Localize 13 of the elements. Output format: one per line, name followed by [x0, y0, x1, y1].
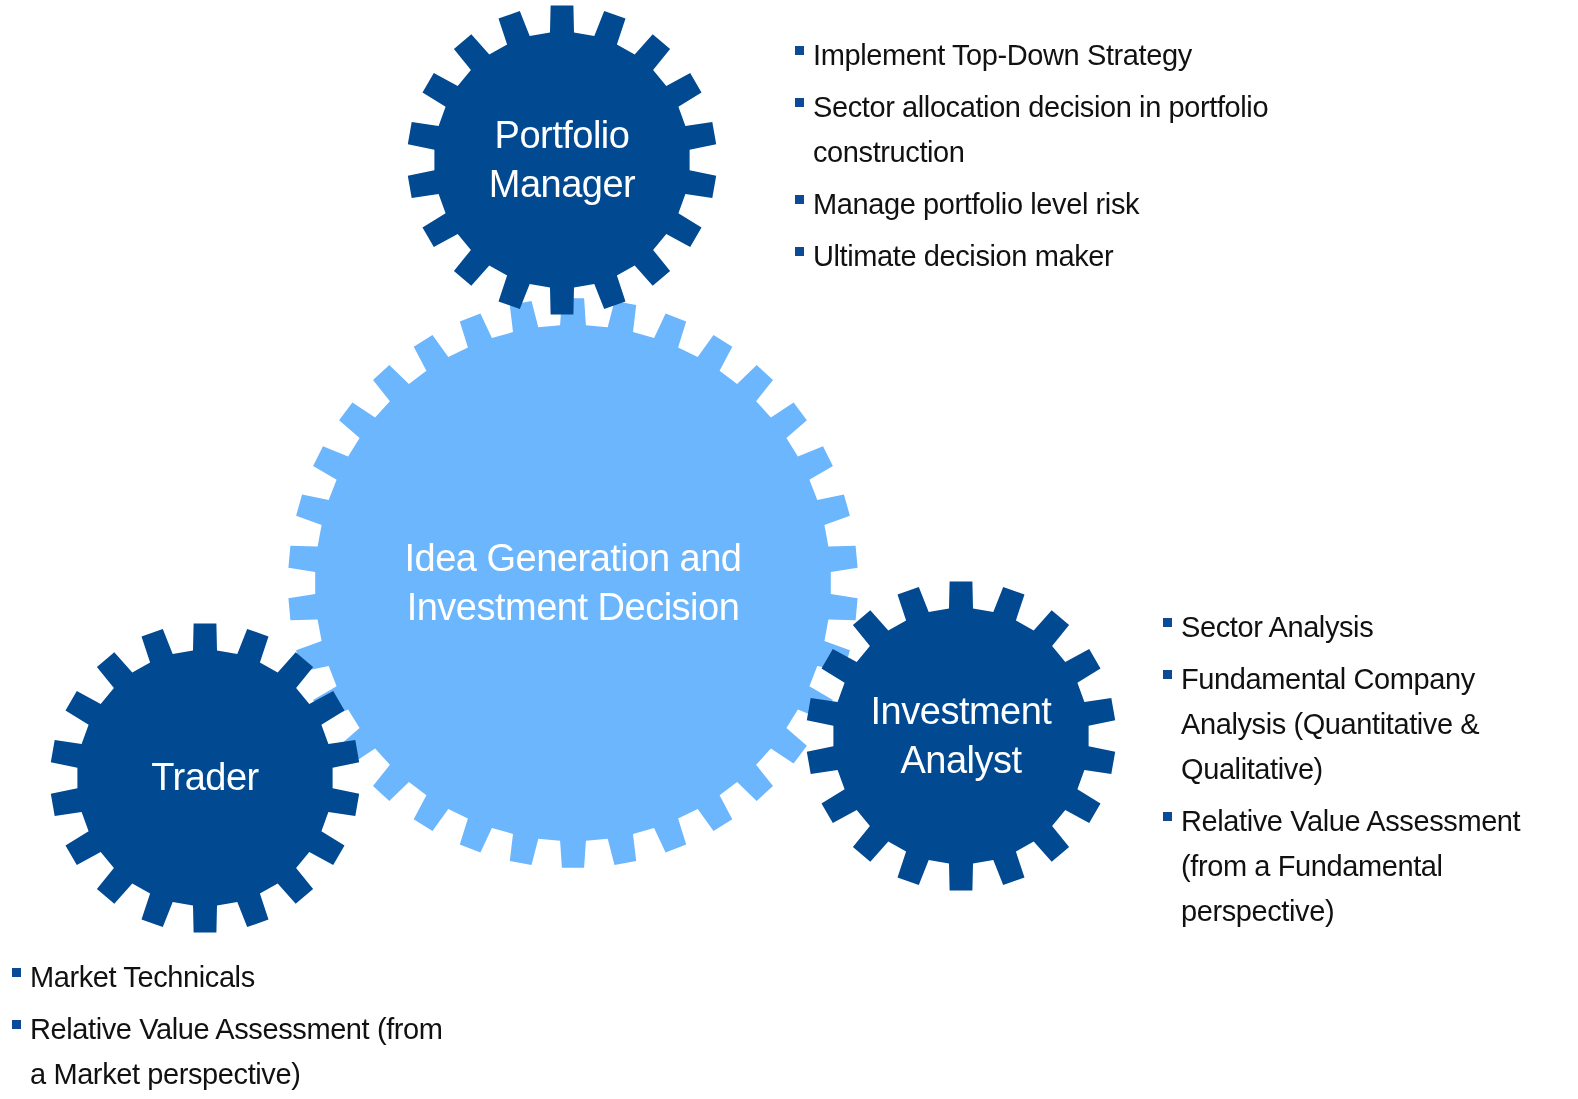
bullet-text: Relative Value Assessment (from a Market perspective) — [30, 1012, 444, 1092]
bullet-text: Manage portfolio level risk — [813, 187, 1140, 222]
bullet-text: Sector Analysis — [1181, 610, 1374, 645]
bullet-text: Market Technicals — [30, 960, 255, 995]
gear-label: Trader — [150, 755, 260, 801]
gear-label: Idea Generation and Investment Decision — [403, 535, 743, 630]
bullet-text: Fundamental Company Analysis (Quantitative & Qualitative) — [1181, 662, 1481, 787]
gear-label: Investment Analyst — [869, 688, 1053, 783]
bullet-text: Ultimate decision maker — [813, 239, 1114, 274]
gear-label: Portfolio Manager — [487, 112, 637, 207]
bullet-text: Implement Top-Down Strategy — [813, 38, 1192, 73]
bullet-text: Sector allocation decision in portfolio construction — [813, 90, 1270, 170]
bullet-text: Relative Value Assessment (from a Fundamental perspective) — [1181, 804, 1522, 929]
